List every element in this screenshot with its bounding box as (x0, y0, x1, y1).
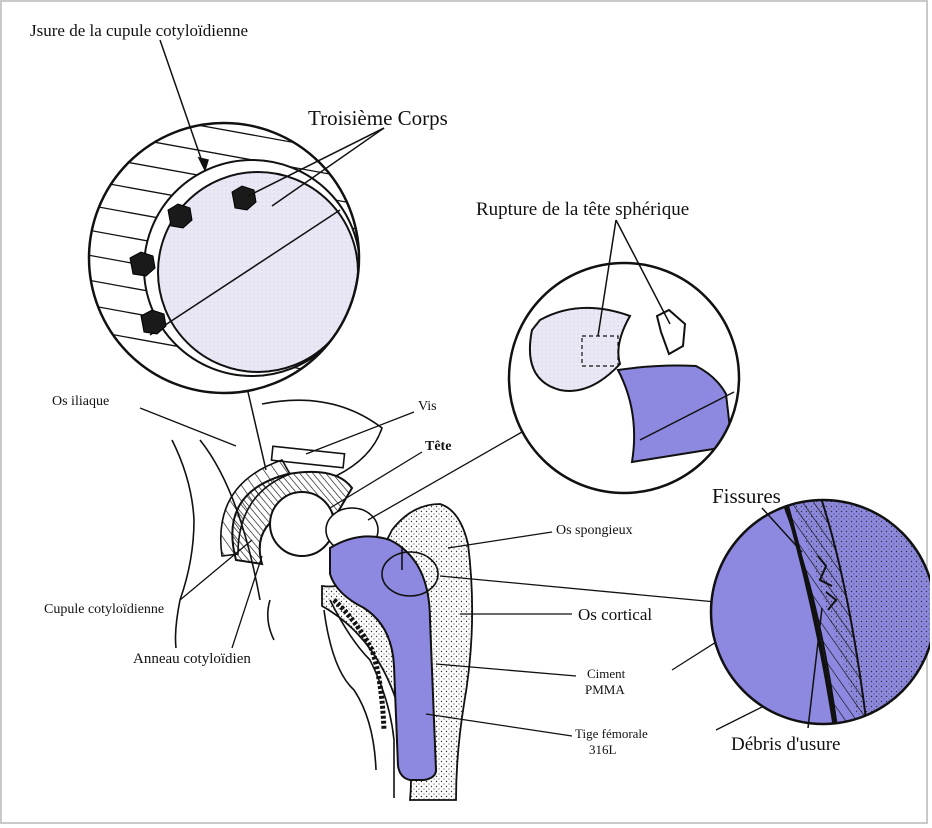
label-head-rupture: Rupture de la tête sphérique (476, 200, 689, 219)
label-acetabular-ring: Anneau cotyloïdien (133, 652, 251, 667)
label-fissures: Fissures (712, 486, 781, 507)
label-cup-wear: Jsure de la cupule cotyloïdienne (30, 22, 248, 39)
hip-prosthesis-drawing (172, 400, 472, 800)
label-spongy-bone: Os spongieux (556, 524, 633, 538)
cup-wear-detail (60, 100, 390, 400)
label-wear-debris: Débris d'usure (731, 735, 840, 754)
head-rupture-detail (505, 220, 745, 500)
label-third-body: Troisième Corps (308, 108, 448, 129)
label-cement: Ciment (587, 667, 625, 680)
label-pmma: PMMA (585, 683, 625, 696)
label-stem: Tige fémorale (575, 727, 648, 740)
label-screw: Vis (418, 400, 437, 414)
femoral-head (270, 492, 334, 556)
label-cortical-bone: Os cortical (578, 606, 652, 623)
label-acetabular-cup: Cupule cotyloïdienne (44, 603, 164, 617)
label-stem-grade: 316L (589, 743, 616, 756)
fissures-detail (705, 495, 930, 735)
label-iliac-bone: Os iliaque (52, 395, 109, 409)
label-head: Tête (425, 440, 451, 454)
